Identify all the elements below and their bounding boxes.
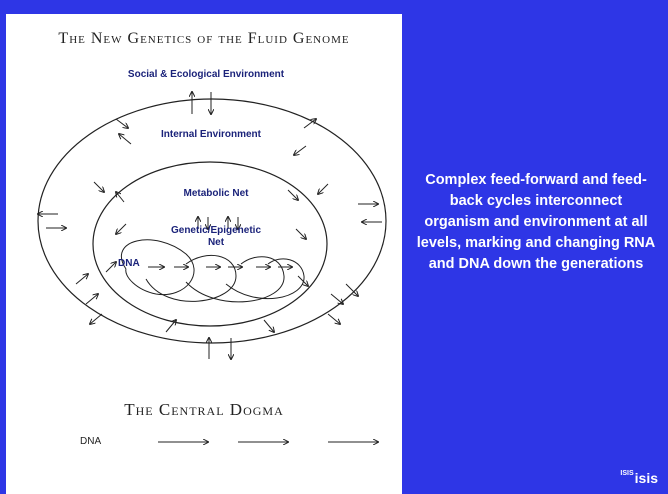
label-metabolic-net: Metabolic Net (183, 188, 249, 199)
outer-environment-ring (37, 98, 387, 344)
label-social-environment: Social & Ecological Environment (127, 69, 285, 80)
central-dogma-title: The Central Dogma (124, 400, 284, 419)
label-dna: DNA (118, 258, 140, 269)
diagram-panel: The New Genetics of the Fluid Genome (6, 14, 402, 494)
isis-logo: ISISisis (620, 470, 658, 486)
caption-text: Complex feed-forward and feed-back cycle… (416, 172, 656, 272)
label-internal-environment: Internal Environment (160, 129, 261, 140)
fluid-genome-diagram (6, 14, 387, 494)
label-net: Net (207, 237, 225, 248)
internal-environment-ring (92, 161, 328, 327)
diagram-title: The New Genetics of the Fluid Genome (58, 30, 350, 47)
label-genetic-epigenetic: Genetic/Epigenetic (170, 225, 262, 236)
central-dogma-dna-label: DNA (80, 436, 102, 447)
